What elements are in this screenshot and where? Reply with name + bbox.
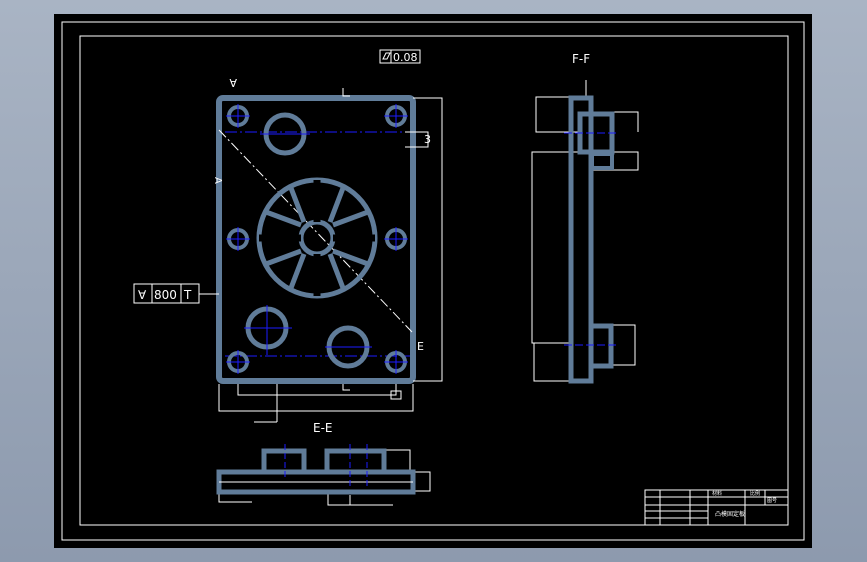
datum-callout: ∀ 800 T [133, 283, 200, 304]
section-label-ff: F-F [572, 52, 590, 66]
view-label-a: A [229, 76, 237, 89]
drawing-sheet: A A 3 E 0.08 ∀ 800 T F-F [54, 14, 812, 548]
punch-cavity [256, 177, 378, 299]
label-a-side: A [212, 177, 223, 184]
section-mark-e: E [417, 340, 424, 353]
title-part-name: 凸模固定板 [715, 510, 745, 518]
ff-boss-top [577, 111, 615, 155]
section-label-ee: E-E [313, 421, 333, 435]
ee-boss-right [324, 448, 387, 475]
hole-mid-left [226, 227, 250, 251]
pin-hole-left [244, 305, 292, 355]
section-f-f-view: F-F [531, 52, 639, 384]
hole-top-left [226, 104, 250, 128]
dimension-lines-main [199, 88, 443, 423]
inner-frame [79, 35, 789, 526]
title-cell-right-1: 比例 [750, 490, 760, 497]
dimension-3: 3 [424, 133, 431, 146]
dimension-lines-ee [218, 449, 431, 506]
title-cell-right-2: 图号 [767, 498, 777, 504]
datum-symbol: ∀ [138, 288, 147, 302]
section-line-diagonal [218, 129, 413, 333]
hole-mid-right [384, 227, 408, 251]
ff-boss-bottom [588, 323, 614, 369]
hole-bottom-left [226, 350, 250, 374]
cad-drawing: A A 3 E 0.08 ∀ 800 T F-F [61, 21, 805, 541]
datum-suffix: T [183, 288, 192, 302]
flatness-icon [382, 52, 391, 60]
title-block: 材料 比例 图号 凸模固定板 [644, 489, 789, 526]
dimension-lines-ff [531, 80, 639, 382]
hole-top-right [384, 104, 408, 128]
plate-outline [216, 95, 416, 384]
datum-value: 800 [154, 288, 177, 302]
section-e-e-view: E-E [216, 421, 431, 506]
pin-hole-right [325, 325, 372, 369]
ee-boss-left [261, 448, 307, 475]
flatness-callout: 0.08 [379, 49, 421, 64]
pin-hole-top [260, 112, 310, 156]
ff-plate [568, 95, 594, 384]
plate-main-view: A A 3 E 0.08 ∀ 800 T [133, 49, 443, 423]
flatness-value: 0.08 [393, 51, 418, 64]
title-cell-top: 材料 [712, 490, 722, 497]
hole-bottom-right [384, 350, 408, 374]
outer-frame [61, 21, 805, 541]
ff-boss-lower [590, 152, 614, 170]
